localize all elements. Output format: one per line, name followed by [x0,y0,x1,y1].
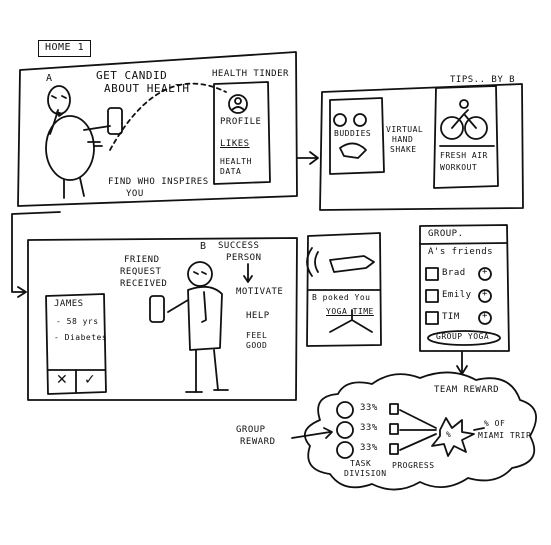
percent-share: 33% [360,423,378,433]
likes-label[interactable]: LIKES [220,139,250,149]
feel-line2: GOOD [246,341,268,350]
reward-cloud [303,371,537,491]
person-b-label: B [200,241,207,252]
inspire-line2: YOU [126,189,144,199]
person-a-figure [45,85,123,199]
data-label: DATA [220,167,242,176]
arrow-group-reward [456,351,468,375]
health-tinder-phone [213,81,271,185]
poke-frame [306,232,382,347]
inspire-line1: FIND WHO INSPIRES [108,177,209,187]
reject-button[interactable]: ✕ [56,372,68,388]
member-name[interactable]: Brad [442,268,466,278]
add-member-button[interactable]: + [482,267,488,277]
arrow-2-3 [11,211,61,298]
trip-line1: % OF [484,419,506,428]
health-label: HEALTH [220,157,252,166]
card-age: - 58 yrs [56,317,99,326]
handshake-line1: VIRTUAL [386,125,424,134]
member-name[interactable]: TIM [442,312,460,322]
group-reward-line1: GROUP [236,425,266,435]
panel1-frame [17,51,298,207]
friend-card-phone [45,293,107,395]
trip-line2: MIAMI TRIP [478,431,532,440]
panel2-frame [319,83,524,211]
poked-text: B poked You [312,293,371,302]
reward-burst [431,417,475,457]
poke-hand [329,255,375,273]
home-tag: HOME 1 [38,40,92,57]
yoga-time-text[interactable]: YOGA TIME [326,307,374,316]
add-member-button[interactable]: + [482,289,488,299]
card-condition: - Diabetes [54,333,108,342]
panel3-frame [27,237,298,401]
percent-share: 33% [360,403,378,413]
success-line1: SUCCESS [218,241,260,251]
team-reward-label: TEAM REWARD [434,385,500,395]
dotted-arc [109,82,227,151]
accept-button[interactable]: ✓ [84,372,96,388]
friends-label: A's friends [428,247,494,257]
group-frame [419,224,510,352]
tips-label: TIPS.. by B [450,75,516,85]
feel-line1: FEEL [246,331,268,340]
fresh-line2: WORKOUT [440,163,478,172]
yoga-figure [329,309,373,333]
request-line2: REQUEST [120,267,162,277]
member-name[interactable]: Emily [442,290,472,300]
request-line1: FRIEND [124,255,160,265]
handshake-line3: SHAKE [390,145,417,154]
group-reward-line2: REWARD [240,437,276,447]
group-yoga-button[interactable]: GROUP YOGA [436,332,490,341]
handshake-line2: HAND [392,135,414,144]
arrow-success [243,263,253,283]
person-b-figure [149,261,229,393]
progress-label: PROGRESS [392,461,435,470]
profile-label[interactable]: PROFILE [220,117,262,127]
task-line2: DIVISION [344,469,387,478]
headline-line2: about HEALTH [104,82,190,95]
burst-text: % [446,430,452,439]
motivate-label: MOTIVATE [236,287,284,297]
add-member-button[interactable]: + [482,311,488,321]
task-line1: TASK [350,459,372,468]
arrow-1-2 [297,151,319,165]
percent-share: 33% [360,443,378,453]
person-a-label: A [46,73,53,84]
buddies-phone [329,97,385,175]
group-reward-arrow [291,427,333,439]
app-title: HEALTH TINDER [212,69,289,79]
help-label: HELP [246,311,270,321]
fresh-line1: FRESH AIR [440,151,488,160]
buddies-label[interactable]: BUDDIES [334,129,372,138]
request-line3: RECEIVED [120,279,168,289]
tips-phone [433,85,499,189]
card-name: JAMES [54,299,84,309]
group-title: GROUP. [428,229,464,239]
headline-line1: Get CANDID [96,69,168,82]
success-line2: PERSON [226,253,262,263]
